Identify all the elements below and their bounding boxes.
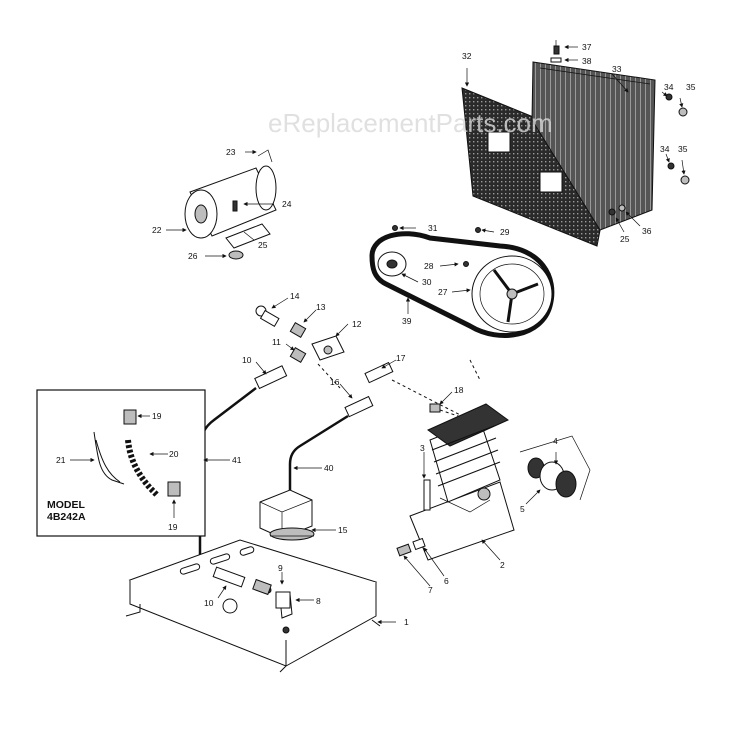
callout-22: 22	[152, 225, 162, 235]
callout-numbers: 1 2 3 4 5 6 7 8 9 10 10 11 12 13 14 15 1…	[56, 42, 696, 627]
pump-hardware	[396, 537, 426, 557]
callout-24: 24	[282, 199, 292, 209]
callout-7: 7	[428, 585, 433, 595]
watermark: eReplacementParts.com	[268, 108, 553, 138]
callout-12: 12	[352, 319, 362, 329]
flywheel	[471, 255, 553, 333]
guard-bolt	[550, 45, 562, 63]
callout-34b: 34	[660, 144, 670, 154]
callout-1: 1	[404, 617, 409, 627]
callout-4: 4	[553, 436, 558, 446]
callout-40: 40	[324, 463, 334, 473]
model-label: MODEL	[47, 499, 86, 511]
model-number: 4B242A	[47, 511, 86, 523]
callout-6: 6	[444, 576, 449, 586]
callout-15: 15	[338, 525, 348, 535]
guard-nuts	[608, 93, 690, 216]
callout-23: 23	[226, 147, 236, 157]
callout-14: 14	[290, 291, 300, 301]
callout-25a: 25	[258, 240, 268, 250]
callout-19b: 19	[168, 522, 178, 532]
callout-33: 33	[612, 64, 622, 74]
callout-17: 17	[396, 353, 406, 363]
set-screws	[392, 225, 481, 267]
callout-35b: 35	[678, 144, 688, 154]
callout-26: 26	[188, 251, 198, 261]
callout-34a: 34	[664, 82, 674, 92]
fittings	[254, 305, 441, 418]
callout-21: 21	[56, 455, 66, 465]
callout-11: 11	[272, 337, 281, 347]
callout-16: 16	[330, 377, 340, 387]
compressor-pump	[409, 403, 515, 561]
callout-28: 28	[424, 261, 434, 271]
callout-39: 39	[402, 316, 412, 326]
callout-10b: 10	[204, 598, 214, 608]
base-plate	[125, 539, 381, 673]
callout-37: 37	[582, 42, 592, 52]
callout-19a: 19	[152, 411, 162, 421]
callout-20: 20	[169, 449, 179, 459]
callout-32: 32	[462, 51, 472, 61]
callout-41: 41	[232, 455, 242, 465]
callout-38: 38	[582, 56, 592, 66]
base-fittings	[212, 566, 291, 609]
motor-pulley	[377, 251, 407, 277]
pressure-switch	[259, 489, 315, 541]
inset-box	[36, 389, 206, 537]
callout-10a: 10	[242, 355, 252, 365]
callout-31: 31	[428, 223, 438, 233]
belt-guard-front	[531, 61, 656, 231]
callout-3: 3	[420, 443, 425, 453]
motor	[184, 149, 277, 260]
callout-25b: 25	[620, 234, 630, 244]
callout-36: 36	[642, 226, 652, 236]
callout-9: 9	[278, 563, 283, 573]
callout-35a: 35	[686, 82, 696, 92]
callout-18: 18	[454, 385, 464, 395]
callout-30: 30	[422, 277, 432, 287]
callout-13: 13	[316, 302, 326, 312]
callout-27: 27	[438, 287, 448, 297]
callout-29: 29	[500, 227, 510, 237]
callout-2: 2	[500, 560, 505, 570]
callout-5: 5	[520, 504, 525, 514]
leader-arrows	[70, 40, 686, 625]
callout-8: 8	[316, 596, 321, 606]
air-filter	[519, 435, 591, 501]
